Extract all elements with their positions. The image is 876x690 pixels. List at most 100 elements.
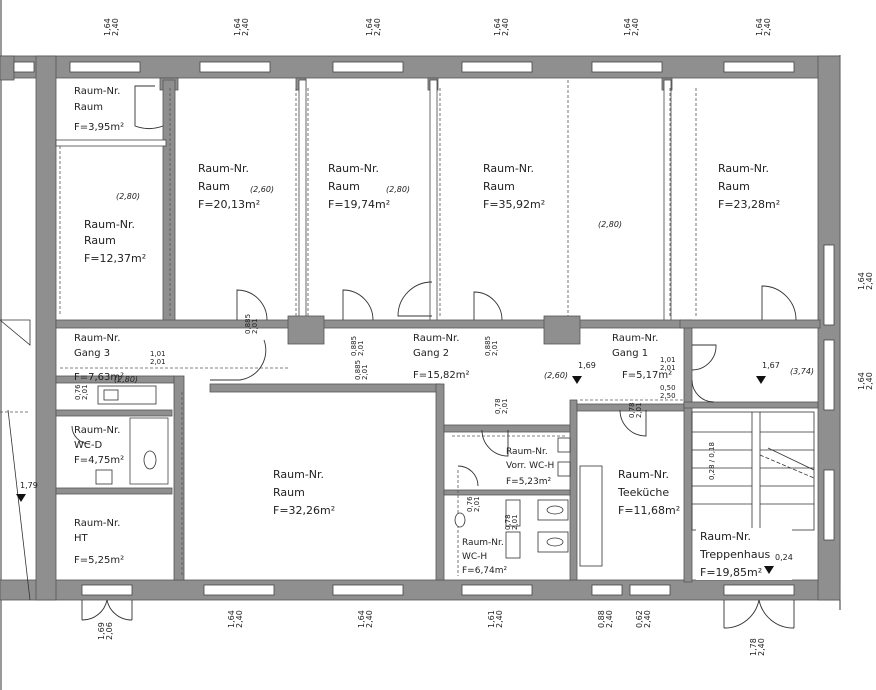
- svg-text:F=19,85m²: F=19,85m²: [700, 566, 762, 579]
- svg-text:Raum-Nr.: Raum-Nr.: [74, 518, 120, 529]
- svg-text:1,79: 1,79: [20, 481, 38, 490]
- svg-text:0,28 / 0,18: 0,28 / 0,18: [708, 442, 716, 480]
- svg-text:(2,80): (2,80): [114, 375, 138, 384]
- svg-text:Raum-Nr.: Raum-Nr.: [198, 162, 249, 175]
- room-label-gang2: Raum-Nr. Gang 2 F=15,82m²: [413, 333, 470, 381]
- svg-text:F=5,23m²: F=5,23m²: [506, 477, 552, 487]
- svg-text:1,69: 1,69: [97, 622, 106, 640]
- door-swings: [71, 85, 797, 629]
- svg-text:Raum-Nr.: Raum-Nr.: [74, 425, 120, 436]
- svg-text:2,40: 2,40: [865, 372, 874, 390]
- svg-text:0,78: 0,78: [504, 514, 512, 530]
- svg-text:2,40: 2,40: [501, 18, 510, 36]
- svg-text:Raum-Nr.: Raum-Nr.: [700, 530, 751, 543]
- svg-text:1,64: 1,64: [227, 610, 236, 628]
- svg-text:1,64: 1,64: [857, 372, 866, 390]
- svg-text:Raum-Nr.: Raum-Nr.: [483, 162, 534, 175]
- svg-text:0,24: 0,24: [775, 553, 793, 562]
- svg-text:1,01: 1,01: [150, 350, 166, 358]
- svg-text:1,64: 1,64: [857, 272, 866, 290]
- svg-text:2,40: 2,40: [235, 610, 244, 628]
- room-label-treppenhaus: Raum-Nr. Treppenhaus F=19,85m²: [696, 528, 792, 580]
- svg-text:F=20,13m²: F=20,13m²: [198, 198, 260, 211]
- room-label-wc-d: Raum-Nr. WC-D F=4,75m²: [74, 425, 124, 466]
- svg-text:2,40: 2,40: [763, 18, 772, 36]
- svg-text:Raum-Nr.: Raum-Nr.: [718, 162, 769, 175]
- svg-text:(3,74): (3,74): [790, 367, 814, 376]
- svg-text:0,76: 0,76: [74, 384, 82, 400]
- svg-text:Raum-Nr.: Raum-Nr.: [74, 86, 120, 97]
- room-label-big: Raum-Nr. Raum F=32,26m²: [273, 468, 335, 517]
- svg-text:2,01: 2,01: [635, 402, 643, 418]
- svg-text:0,76: 0,76: [466, 496, 474, 512]
- svg-text:0,78: 0,78: [494, 398, 502, 414]
- svg-text:2,01: 2,01: [660, 364, 676, 372]
- svg-text:F=23,28m²: F=23,28m²: [718, 198, 780, 211]
- svg-text:2,40: 2,40: [643, 610, 652, 628]
- svg-text:1,64: 1,64: [357, 610, 366, 628]
- svg-text:HT: HT: [74, 533, 89, 544]
- svg-text:(2,60): (2,60): [250, 185, 274, 194]
- svg-text:2,40: 2,40: [111, 18, 120, 36]
- svg-text:0,885: 0,885: [244, 314, 252, 334]
- svg-text:Raum-Nr.: Raum-Nr.: [506, 447, 548, 457]
- svg-text:F=7,63m²: F=7,63m²: [74, 372, 124, 383]
- interior-walls: [55, 77, 821, 583]
- svg-text:F=5,17m²: F=5,17m²: [622, 370, 672, 381]
- svg-text:Raum: Raum: [718, 180, 750, 193]
- svg-text:(2,60): (2,60): [544, 371, 568, 380]
- svg-text:2,01: 2,01: [361, 364, 369, 380]
- level-triangle-icon: [756, 376, 766, 384]
- right-windows: [823, 244, 835, 541]
- room-label-ht: Raum-Nr. HT F=5,25m²: [74, 518, 124, 566]
- svg-text:0,78: 0,78: [628, 402, 636, 418]
- svg-text:F=19,74m²: F=19,74m²: [328, 198, 390, 211]
- room-label-wc-h: Raum-Nr. WC-H F=6,74m²: [462, 538, 508, 576]
- svg-text:Gang 2: Gang 2: [413, 348, 449, 359]
- svg-text:2,01: 2,01: [511, 514, 519, 530]
- svg-text:Gang 3: Gang 3: [74, 348, 110, 359]
- room-label-left: Raum-Nr. Raum F=12,37m²: [84, 218, 146, 265]
- svg-text:2,01: 2,01: [81, 384, 89, 400]
- svg-text:0,88: 0,88: [597, 610, 606, 628]
- svg-text:2,01: 2,01: [357, 340, 365, 356]
- svg-text:Raum-Nr.: Raum-Nr.: [618, 468, 669, 481]
- svg-text:Raum: Raum: [84, 234, 116, 247]
- level-triangle-icon: [572, 376, 582, 384]
- svg-text:Raum-Nr.: Raum-Nr.: [413, 333, 459, 344]
- svg-text:0,885: 0,885: [484, 336, 492, 356]
- svg-text:0,885: 0,885: [354, 360, 362, 380]
- svg-text:2,01: 2,01: [491, 340, 499, 356]
- room-label-3: Raum-Nr. Raum F=35,92m²: [483, 162, 545, 211]
- room-label-teekueche: Raum-Nr. Teeküche F=11,68m²: [617, 468, 680, 517]
- svg-text:(2,80): (2,80): [386, 185, 410, 194]
- svg-text:F=11,68m²: F=11,68m²: [618, 504, 680, 517]
- svg-text:Raum: Raum: [328, 180, 360, 193]
- room-label-2: Raum-Nr. Raum F=19,74m²: [328, 162, 390, 211]
- floor-level-markers: 1,69 1,67 1,79 0,24: [16, 361, 793, 574]
- svg-text:2,01: 2,01: [251, 318, 259, 334]
- svg-text:(2,80): (2,80): [116, 192, 140, 201]
- svg-text:1,64: 1,64: [623, 18, 632, 36]
- svg-text:1,61: 1,61: [487, 610, 496, 628]
- svg-text:Raum-Nr.: Raum-Nr.: [328, 162, 379, 175]
- svg-text:1,64: 1,64: [103, 18, 112, 36]
- svg-text:0,885: 0,885: [350, 336, 358, 356]
- svg-text:F=3,95m²: F=3,95m²: [74, 122, 124, 133]
- svg-text:Raum: Raum: [483, 180, 515, 193]
- svg-text:WC-H: WC-H: [462, 552, 487, 562]
- svg-text:Raum: Raum: [273, 486, 305, 499]
- svg-text:F=4,75m²: F=4,75m²: [74, 455, 124, 466]
- level-triangle-icon: [16, 494, 26, 502]
- svg-text:F=35,92m²: F=35,92m²: [483, 198, 545, 211]
- svg-text:Raum: Raum: [74, 102, 103, 113]
- room-label-4: Raum-Nr. Raum F=23,28m²: [718, 162, 780, 211]
- svg-text:2,01: 2,01: [150, 358, 166, 366]
- ceiling-heights: (2,80) (2,60) (2,80) (2,80) (2,80) (2,60…: [114, 185, 814, 384]
- svg-text:2,40: 2,40: [373, 18, 382, 36]
